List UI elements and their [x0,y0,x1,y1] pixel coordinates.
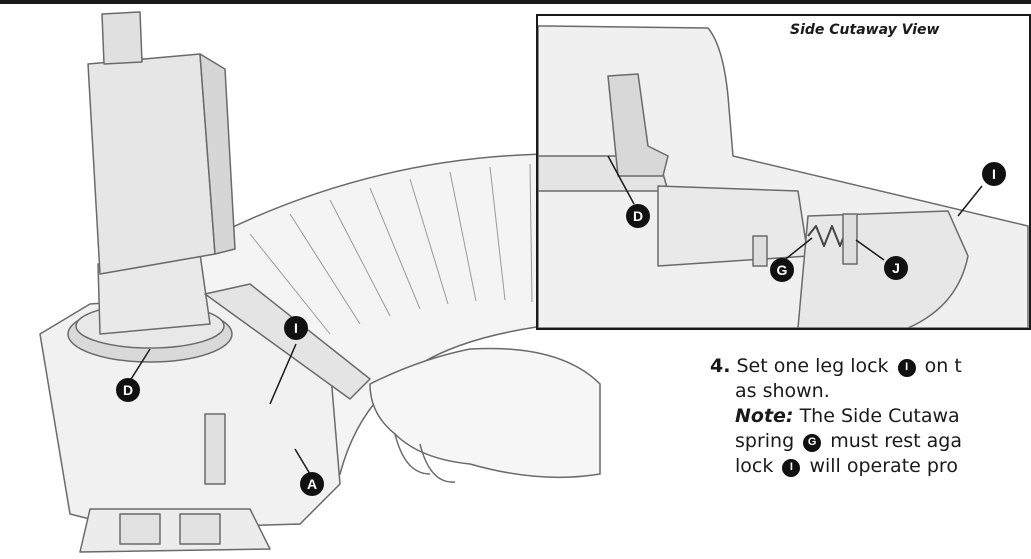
inline-callout-g: G [803,433,822,452]
step-number: 4. [710,355,731,377]
note-line-3: lock I will operate pro [710,454,1031,479]
inline-callout-i-note: I [782,458,801,477]
callout-g-inset: G [770,258,794,282]
note-line-2: spring G must rest aga [710,429,1031,454]
callout-a-main: A [300,472,324,496]
top-rule [0,0,1031,4]
instruction-line-2: as shown. [735,380,830,402]
instruction-line-1: 4. Set one leg lock I on t [710,354,1031,379]
callout-j-inset: J [884,256,908,280]
side-cutaway-inset: Side Cutaway View D I G J [536,14,1031,330]
instruction-line-1-text: Set one leg lock [736,355,889,377]
inline-callout-i: I [897,358,916,377]
instructions-text: 4. Set one leg lock I on t as shown. Not… [710,354,1031,479]
note-line-2-start: spring [735,430,795,452]
note-line-1: Note: The Side Cutawa [710,404,1031,429]
note-line-2-rest: must rest aga [830,430,963,452]
instruction-line-1-tail: on t [924,355,962,377]
inset-title: Side Cutaway View [790,22,940,38]
callout-d-inset: D [626,204,650,228]
callout-i-inset: I [982,162,1006,186]
side-cutaway-illustration [538,25,1029,328]
note-label: Note: [735,405,794,427]
note-line-3-start: lock [735,455,774,477]
callout-i-main: I [284,316,308,340]
note-line-3-rest: will operate pro [809,455,958,477]
callout-d-main: D [116,378,140,402]
note-line-1-text: The Side Cutawa [799,405,960,427]
main-assembly-illustration [39,11,601,553]
